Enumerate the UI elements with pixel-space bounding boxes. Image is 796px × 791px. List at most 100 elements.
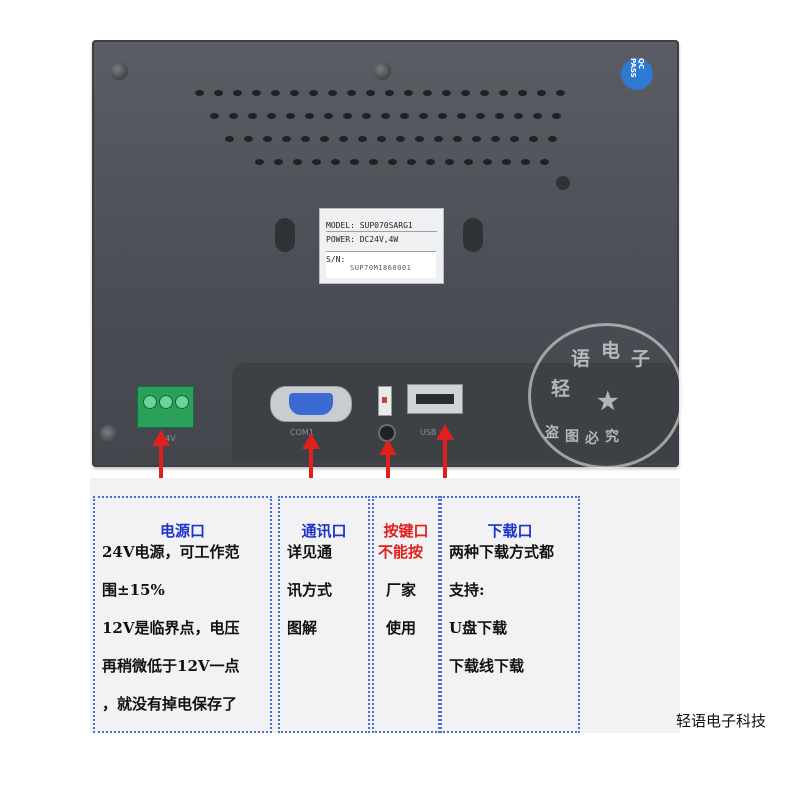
vent-hole [480, 90, 489, 96]
vent-hole [309, 90, 318, 96]
vent-hole [461, 90, 470, 96]
vent-hole [320, 136, 329, 142]
vent-hole [312, 159, 321, 165]
seal-char: 子 [631, 348, 651, 370]
vent-hole [514, 113, 523, 119]
callout-text-warning: 不能按 [378, 543, 424, 561]
vent-hole [385, 90, 394, 96]
mount-hole-right [463, 218, 483, 252]
vent-hole [271, 90, 280, 96]
vent-hole [210, 113, 219, 119]
button-port-callout: 按键口 [372, 496, 440, 733]
vent-hole [339, 136, 348, 142]
screw-top-left [110, 62, 128, 80]
vent-hole [369, 159, 378, 165]
vent-hole [305, 113, 314, 119]
vent-hole [483, 159, 492, 165]
com-port-db9 [270, 386, 352, 422]
vent-hole [195, 90, 204, 96]
arrow-button [379, 439, 397, 496]
vent-hole [540, 159, 549, 165]
label-divider [326, 231, 437, 232]
callout-text: U盘下载 [449, 619, 508, 637]
vent-hole [244, 136, 253, 142]
callout-text: ，就没有掉电保存了 [102, 695, 238, 713]
vent-hole [495, 113, 504, 119]
sn-box [326, 251, 436, 278]
sn-label: S/N: [326, 255, 346, 264]
vent-hole [400, 113, 409, 119]
vent-hole [377, 136, 386, 142]
vent-hole [529, 136, 538, 142]
mount-hole-left [275, 218, 295, 252]
terminal-pin [143, 395, 157, 409]
vent-hole [491, 136, 500, 142]
power-text: POWER: DC24V,4W [326, 235, 399, 244]
vent-hole [518, 90, 527, 96]
vent-hole [407, 159, 416, 165]
vent-hole [381, 113, 390, 119]
terminal-pin [175, 395, 189, 409]
usb-port-label: USB [420, 428, 437, 437]
vent-hole [331, 159, 340, 165]
seal-char: 究 [605, 429, 619, 445]
vent-hole [442, 90, 451, 96]
usb-port [407, 384, 463, 414]
vent-hole [423, 90, 432, 96]
vent-hole [537, 90, 546, 96]
factory-button [378, 386, 392, 416]
vent-hole [252, 90, 261, 96]
com-port-callout: 通讯口 [278, 496, 370, 733]
vent-hole [476, 113, 485, 119]
db9-connector [289, 393, 333, 415]
seal-char: 电 [601, 340, 621, 362]
vent-hole [434, 136, 443, 142]
vent-hole [438, 113, 447, 119]
vent-hole [347, 90, 356, 96]
callout-text: 再稍微低于12V一点 [102, 657, 240, 675]
vent-hole [533, 113, 542, 119]
seal-star: ★ [597, 386, 619, 415]
callout-title: 通讯口 [301, 522, 347, 540]
watermark-seal: 轻 语 电 子 ★ 盗 图 必 究 [528, 323, 684, 469]
vent-hole [350, 159, 359, 165]
vent-hole [233, 90, 242, 96]
vent-hole [396, 136, 405, 142]
vent-hole [263, 136, 272, 142]
vent-hole [343, 113, 352, 119]
seal-char: 轻 [551, 378, 571, 400]
annotation-area [90, 478, 680, 733]
arrow-usb [436, 424, 454, 496]
callout-text: 厂家 [386, 581, 417, 599]
terminal-pin [159, 395, 173, 409]
vent-hole [267, 113, 276, 119]
vent-hole [388, 159, 397, 165]
side-hole [556, 176, 570, 190]
vent-hole [225, 136, 234, 142]
seal-char: 盗 [545, 425, 559, 441]
model-text: MODEL: SUP070SARG1 [326, 221, 413, 230]
vent-hole [248, 113, 257, 119]
callout-text: 支持: [449, 581, 485, 599]
screw-bottom-left [100, 425, 118, 443]
arrow-power [152, 430, 170, 496]
vent-hole [472, 136, 481, 142]
power-port-callout: 电源口 [93, 496, 272, 733]
vent-hole [214, 90, 223, 96]
callout-text: 24V电源，可工作范 [102, 543, 240, 561]
vent-hole [286, 113, 295, 119]
vent-hole [282, 136, 291, 142]
nameplate-label: MODEL: SUP070SARG1 POWER: DC24V,4W S/N: … [319, 208, 444, 284]
com-port-label: COM1 [290, 428, 314, 437]
vent-hole [464, 159, 473, 165]
vent-hole [328, 90, 337, 96]
screw-top-center [373, 62, 391, 80]
vent-hole [419, 113, 428, 119]
vent-hole [556, 90, 565, 96]
callout-text: 12V是临界点，电压 [102, 619, 240, 637]
vent-hole [404, 90, 413, 96]
vent-hole [293, 159, 302, 165]
callout-title: 按键口 [383, 522, 429, 540]
vent-hole [445, 159, 454, 165]
vent-hole [499, 90, 508, 96]
